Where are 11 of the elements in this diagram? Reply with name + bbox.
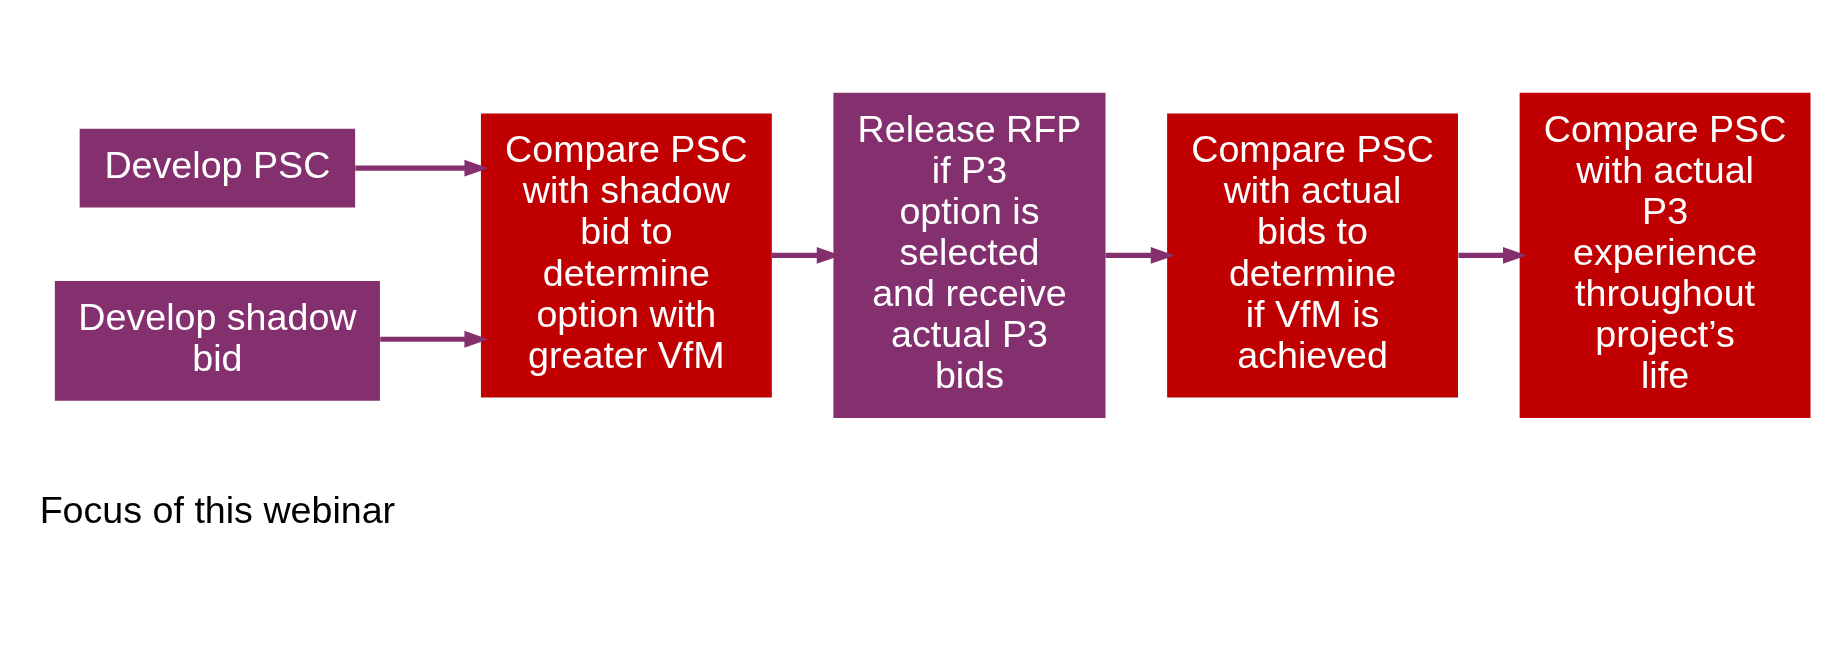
label: Focus of this webinar — [39, 489, 396, 532]
node-box: Release RFP if P3 option is selected and receive actual P3 bids — [833, 92, 1106, 418]
arrow — [1105, 247, 1175, 264]
node-box: Compare PSC with shadow bid to determine option with greater VfM — [480, 113, 772, 398]
arrow — [1458, 247, 1528, 264]
node-box: Compare PSC with actual P3 experience throughout project’s life — [1519, 92, 1811, 418]
arrow — [355, 159, 489, 177]
arrow — [380, 330, 489, 348]
node-box: Compare PSC with actual bids to determine if VfM is achieved — [1167, 113, 1458, 398]
node-box: Develop shadow bid — [54, 281, 380, 401]
node-box: Develop PSC — [79, 128, 356, 208]
